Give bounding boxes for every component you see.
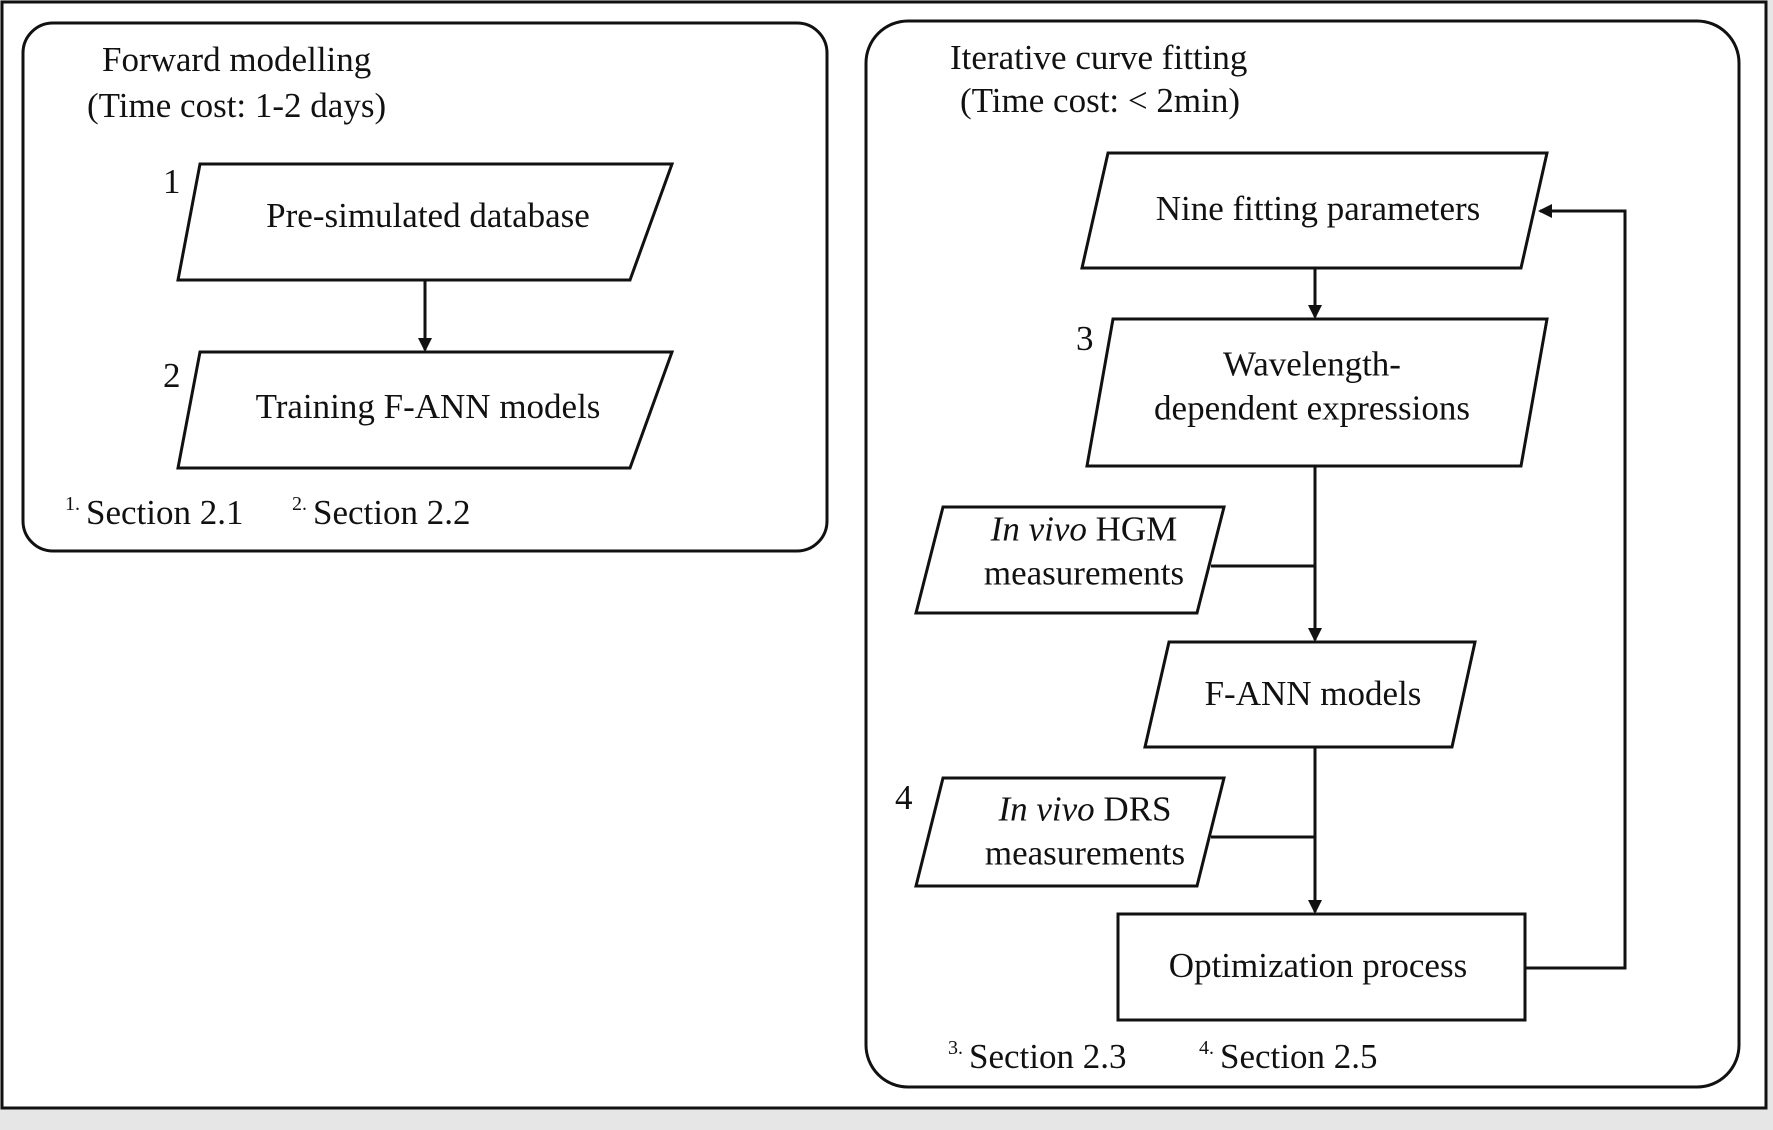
footnote-text: Section 2.3	[969, 1037, 1127, 1076]
footnote-text: Section 2.2	[313, 493, 471, 532]
drs-measurements-label: In vivo DRS measurements	[985, 787, 1185, 875]
drs-italic: In vivo	[998, 789, 1095, 829]
nine-fitting-parameters-label: Nine fitting parameters	[1155, 189, 1481, 229]
left-panel-box	[21, 21, 829, 553]
pre-simulated-database-label: Pre-simulated database	[266, 196, 590, 236]
wavelength-expressions-shape	[1085, 317, 1549, 468]
training-fann-label: Training F-ANN models	[255, 387, 601, 427]
feedback-loop-arrow	[1525, 204, 1627, 970]
wavelength-line-1: Wavelength-	[1223, 344, 1401, 384]
step-number-2: 2	[163, 356, 181, 395]
footnote-text: Section 2.5	[1220, 1037, 1378, 1076]
fann-models-label: F-ANN models	[1204, 674, 1422, 714]
optimization-process-shape	[1116, 912, 1527, 1022]
step-number-1: 1	[163, 162, 181, 201]
drs-measurements-shape	[914, 776, 1226, 888]
training-fann-shape	[176, 350, 675, 470]
right-panel-time-cost: (Time cost: < 2min)	[960, 81, 1240, 120]
right-panel-title: Iterative curve fitting	[950, 38, 1248, 77]
drs-line-2: measurements	[984, 833, 1186, 872]
right-panel-box	[864, 19, 1741, 1089]
fann-models-shape	[1143, 640, 1477, 749]
optimization-process-label: Optimization process	[1168, 946, 1468, 986]
footnote-section-2-2: 2. Section 2.2	[292, 491, 470, 535]
hgm-line-1: In vivo HGM	[984, 507, 1184, 551]
footnote-marker: 2.	[292, 493, 307, 515]
pre-simulated-database-shape	[176, 162, 675, 282]
hgm-rest: HGM	[1086, 509, 1178, 549]
wavelength-line-2: dependent expressions	[1154, 388, 1470, 427]
footnote-text: Section 2.1	[86, 493, 244, 532]
footnote-marker: 3.	[948, 1037, 963, 1059]
footnote-section-2-3: 3. Section 2.3	[948, 1035, 1126, 1079]
nine-fitting-parameters-shape	[1080, 151, 1549, 270]
wavelength-expressions-label: Wavelength- dependent expressions	[1154, 342, 1470, 430]
footnote-section-2-1: 1. Section 2.1	[65, 491, 243, 535]
drs-rest: DRS	[1094, 789, 1172, 829]
left-panel-time-cost: (Time cost: 1-2 days)	[87, 86, 387, 125]
left-panel-title: Forward modelling	[102, 40, 372, 79]
footnote-marker: 1.	[65, 493, 80, 515]
step-number-4: 4	[895, 778, 913, 817]
hgm-measurements-shape	[914, 505, 1226, 615]
step-number-3: 3	[1076, 319, 1094, 358]
footnote-section-2-5: 4. Section 2.5	[1199, 1035, 1377, 1079]
footnote-marker: 4.	[1199, 1037, 1214, 1059]
drs-line-1: In vivo DRS	[985, 787, 1185, 831]
hgm-measurements-label: In vivo HGM measurements	[984, 507, 1184, 595]
hgm-line-2: measurements	[983, 553, 1185, 592]
hgm-italic: In vivo	[990, 509, 1087, 549]
